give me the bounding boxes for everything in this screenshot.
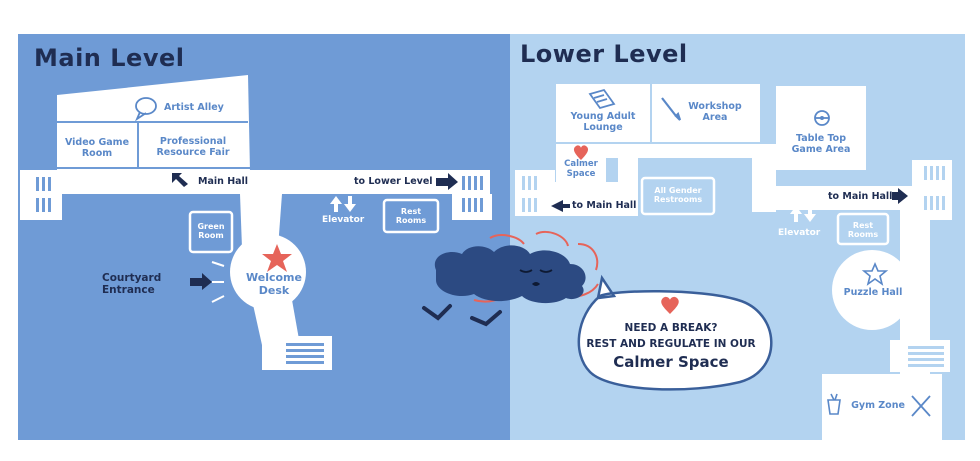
arrow-to-main-hall-right-icon bbox=[892, 188, 908, 204]
professional-resource-fair-label: Professional Resource Fair bbox=[156, 136, 230, 158]
to-lower-level-label[interactable]: to Lower Level bbox=[354, 176, 433, 187]
stairs-icon-main-left bbox=[36, 177, 51, 212]
book-icon bbox=[588, 88, 616, 110]
welcome-desk-area[interactable] bbox=[230, 234, 306, 310]
stairs-icon-lower-right bbox=[924, 166, 945, 210]
main-lower-rest-area bbox=[262, 336, 332, 370]
artist-alley-label: Artist Alley bbox=[164, 102, 224, 113]
to-main-hall-right-label[interactable]: to Main Hall bbox=[828, 191, 893, 202]
puzzle-hall-room[interactable] bbox=[832, 250, 912, 330]
sparkle-lines-icon bbox=[211, 261, 225, 303]
speech-bubble-icon bbox=[134, 97, 157, 122]
callout-bubble bbox=[577, 274, 773, 391]
workshop-area-room[interactable] bbox=[652, 84, 760, 142]
swords-icon bbox=[911, 395, 931, 417]
workshop-area-label: Workshop Area bbox=[688, 101, 742, 123]
callout-line-1: Need a break? bbox=[624, 322, 718, 334]
young-adult-lounge-label: Young Adult Lounge bbox=[570, 111, 636, 133]
lower-elevator-label: Elevator bbox=[778, 228, 821, 238]
puzzle-hall-label: Puzzle Hall bbox=[843, 287, 903, 298]
callout-line-2: Rest and regulate in our bbox=[586, 338, 756, 350]
arrow-to-lower-level-icon bbox=[436, 173, 458, 190]
main-hall-corridor[interactable] bbox=[20, 170, 490, 194]
main-hall-label: Main Hall bbox=[198, 176, 249, 187]
table-top-game-area-room[interactable] bbox=[776, 86, 866, 170]
to-main-hall-left-label[interactable]: to Main Hall bbox=[572, 200, 637, 211]
cloud-mascot-illustration bbox=[422, 230, 599, 327]
green-room[interactable] bbox=[188, 210, 234, 254]
main-elevator-label: Elevator bbox=[322, 215, 365, 225]
lower-rest-rooms-label: Rest Rooms bbox=[847, 221, 879, 240]
main-rest-rooms-label: Rest Rooms bbox=[395, 207, 427, 226]
game-token-icon bbox=[814, 110, 830, 126]
welcome-desk-label: Welcome Desk bbox=[246, 271, 302, 297]
main-rest-rooms[interactable] bbox=[382, 198, 440, 234]
video-game-room-label: Video Game Room bbox=[64, 137, 130, 159]
table-top-game-area-label: Table Top Game Area bbox=[791, 133, 851, 155]
gym-zone-label: Gym Zone bbox=[851, 400, 905, 411]
arrow-to-main-hall-left-icon bbox=[551, 200, 570, 212]
callout-heart-icon bbox=[661, 296, 679, 314]
arrow-courtyard-icon bbox=[190, 273, 212, 290]
lower-rest-rooms[interactable] bbox=[836, 212, 890, 246]
lower-main-hall-corridor[interactable] bbox=[752, 186, 912, 210]
main-level-title: Main Level bbox=[34, 44, 185, 72]
outline-star-icon bbox=[861, 261, 889, 286]
elevator-icon-main bbox=[330, 196, 356, 212]
pencil-icon bbox=[661, 97, 682, 121]
courtyard-entrance-label[interactable]: Courtyard Entrance bbox=[102, 272, 162, 297]
cup-icon bbox=[827, 393, 841, 415]
arrow-main-hall-icon bbox=[172, 173, 188, 187]
all-gender-restrooms-label: All Gender Restrooms bbox=[653, 186, 703, 205]
star-icon bbox=[262, 244, 292, 272]
heart-icon bbox=[573, 145, 589, 160]
stairs-icon-lower-left bbox=[522, 176, 537, 212]
stairs-icon-main-right bbox=[462, 176, 483, 212]
all-gender-restrooms[interactable] bbox=[640, 176, 716, 216]
calmer-space-label: Calmer Space bbox=[564, 159, 598, 179]
stairs-icon-lower-bottom bbox=[908, 346, 944, 367]
elevator-icon-lower bbox=[790, 206, 816, 222]
green-room-label: Green Room bbox=[197, 222, 225, 241]
callout-line-3: Calmer Space bbox=[613, 353, 729, 371]
main-top-building[interactable] bbox=[57, 75, 250, 172]
stairs-icon-main-bottom bbox=[286, 343, 324, 364]
lower-level-title: Lower Level bbox=[520, 40, 688, 68]
young-adult-lounge-room[interactable] bbox=[556, 84, 650, 142]
